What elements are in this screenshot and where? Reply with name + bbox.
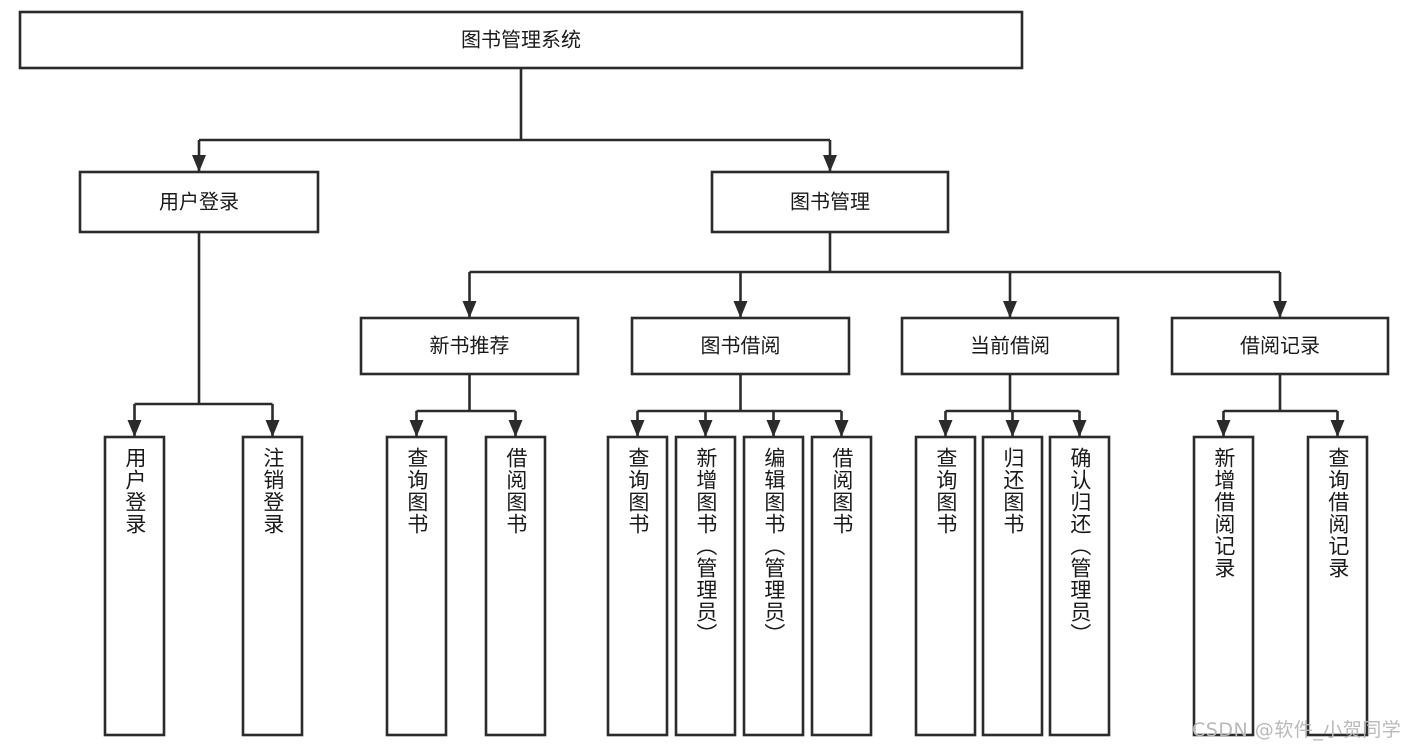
leaf-leaf-query-book-current[interactable]: [914, 435, 977, 737]
leaf-leaf-query-book-borrow[interactable]: [606, 435, 669, 737]
leaf-leaf-confirm-return-admin[interactable]: [1048, 435, 1111, 737]
label-current-borrow: 当前借阅: [970, 334, 1050, 358]
arrow-head-icon: [1273, 301, 1287, 318]
csdn-watermark: CSDN @软件_小贺同学: [1192, 719, 1402, 741]
leaf-leaf-borrow-book[interactable]: [810, 435, 873, 737]
label-book-borrow: 图书借阅: [701, 334, 781, 358]
arrow-head-icon: [733, 301, 748, 318]
arrow-head-icon: [1003, 301, 1017, 318]
arrow-head-icon: [823, 155, 837, 172]
node-user-login[interactable]: [78, 170, 320, 234]
node-current-borrow[interactable]: [900, 316, 1120, 376]
leaf-leaf-add-book-admin[interactable]: [674, 435, 737, 737]
leaf-leaf-user-login[interactable]: [103, 435, 166, 737]
arrow-head-icon: [630, 420, 645, 437]
label-root: 图书管理系统: [461, 28, 581, 52]
label-new-book-rec: 新书推荐: [430, 334, 510, 358]
arrow-head-icon: [192, 155, 206, 172]
arrow-head-icon: [1330, 420, 1345, 437]
leaf-leaf-query-book-rec[interactable]: [385, 435, 448, 737]
arrow-head-icon: [1072, 420, 1087, 437]
arrow-head-icon: [265, 420, 280, 437]
label-borrow-record: 借阅记录: [1240, 334, 1320, 358]
node-new-book-rec[interactable]: [359, 316, 580, 376]
arrow-head-icon: [462, 301, 477, 318]
leaf-leaf-borrow-book-rec[interactable]: [484, 435, 547, 737]
leaf-leaf-logout[interactable]: [241, 435, 304, 737]
node-book-manage[interactable]: [710, 170, 950, 234]
arrow-head-icon: [508, 420, 523, 437]
connector-layer: [127, 68, 1345, 437]
node-root[interactable]: [18, 10, 1024, 70]
arrow-head-icon: [834, 420, 849, 437]
leaf-leaf-return-book[interactable]: [981, 435, 1044, 737]
leaf-leaf-query-borrow-record[interactable]: [1306, 435, 1369, 737]
leaf-leaf-edit-book-admin[interactable]: [742, 435, 805, 737]
arrow-head-icon: [1005, 420, 1020, 437]
arrow-head-icon: [127, 420, 142, 437]
arrow-head-icon: [1216, 420, 1231, 437]
arrow-head-icon: [409, 420, 424, 437]
node-borrow-record[interactable]: [1170, 316, 1390, 376]
leaf-leaf-add-borrow-record[interactable]: [1192, 435, 1255, 737]
arrow-head-icon: [698, 420, 713, 437]
node-book-borrow[interactable]: [630, 316, 851, 376]
label-user-login: 用户登录: [159, 190, 239, 214]
label-book-manage: 图书管理: [790, 190, 870, 214]
arrow-head-icon: [938, 420, 953, 437]
arrow-head-icon: [766, 420, 781, 437]
